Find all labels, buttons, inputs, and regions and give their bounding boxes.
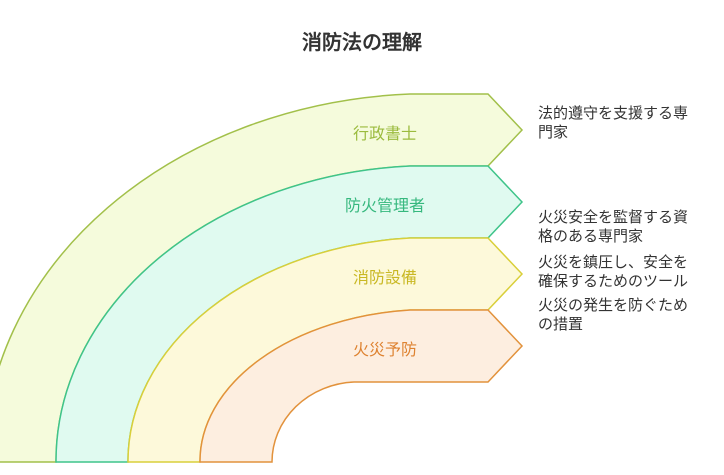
layer-description-2-line1: 火災安全を監督する資 [538, 208, 689, 226]
layer-description-4: 火災の発生を防ぐため の措置 [538, 296, 724, 334]
layer-label-shoubou-setsubi: 消防設備 [352, 268, 417, 287]
layer-description-2-line2: 格のある専門家 [538, 227, 644, 245]
layer-label-kasai-yobou: 火災予防 [352, 340, 417, 359]
diagram-title: 消防法の理解 [302, 30, 422, 54]
layer-label-gyoseishoshi: 行政書士 [352, 124, 417, 143]
layer-description-4-line1: 火災の発生を防ぐため [538, 296, 689, 314]
band-shape-4 [199, 309, 524, 463]
layer-description-1-line2: 門家 [538, 123, 569, 141]
layer-description-1: 法的遵守を支援する専 門家 [538, 104, 724, 142]
layer-description-3-line1: 火災を鎮圧し、安全を [538, 253, 689, 271]
layer-description-3: 火災を鎮圧し、安全を 確保するためのツール [538, 253, 724, 291]
layer-label-bouka-kanrisha: 防火管理者 [344, 196, 425, 215]
layer-description-1-line1: 法的遵守を支援する専 [538, 104, 689, 122]
layer-description-3-line2: 確保するためのツール [538, 272, 689, 290]
layer-description-4-line2: の措置 [538, 315, 584, 333]
layer-description-2: 火災安全を監督する資 格のある専門家 [538, 208, 724, 246]
